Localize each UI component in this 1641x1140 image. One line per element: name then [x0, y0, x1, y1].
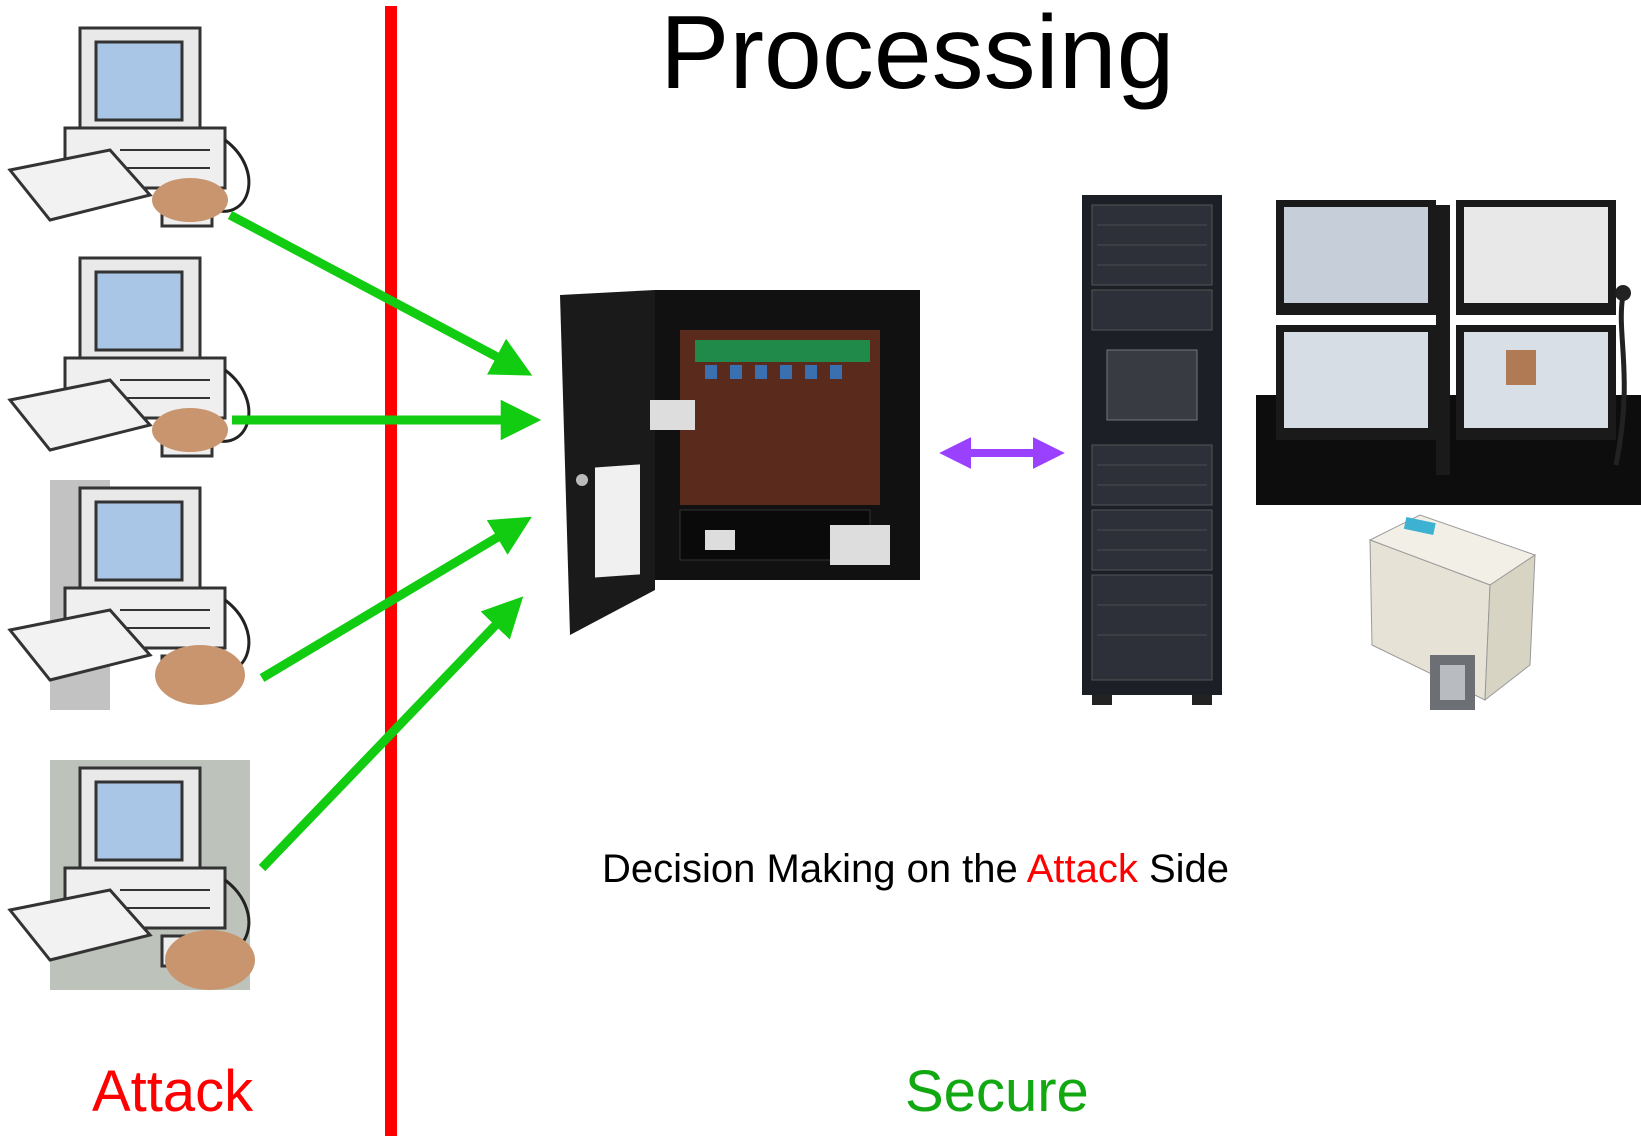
label-secure: Secure — [905, 1059, 1089, 1124]
access-control-panel-icon — [560, 290, 920, 635]
monitor-wall — [1256, 200, 1641, 505]
label-attack: Attack — [92, 1059, 254, 1124]
reader-station-2 — [7, 256, 251, 458]
caption-highlight: Attack — [1026, 847, 1138, 891]
reader-station-3 — [7, 480, 251, 710]
arrow-station-1 — [227, 211, 533, 376]
computer-card-reader-icon — [7, 760, 255, 990]
arrow-station-3 — [259, 516, 532, 682]
badge-printer — [1368, 514, 1537, 710]
caption-after: Side — [1137, 847, 1230, 891]
caption: Decision Making on the Attack Side — [602, 845, 1229, 893]
computer-card-reader-icon — [7, 26, 251, 228]
computer-card-reader-icon — [7, 256, 251, 458]
monitor-wall-icon — [1256, 200, 1641, 505]
access-control-panel — [560, 290, 920, 635]
page-title: Processing — [660, 0, 1175, 111]
computer-card-reader-icon — [7, 480, 251, 710]
attack-secure-divider — [385, 6, 397, 1136]
arrow-station-4 — [258, 596, 524, 872]
reader-station-4 — [7, 760, 255, 990]
server-rack-icon — [1082, 195, 1222, 705]
reader-station-1 — [7, 26, 251, 228]
badge-printer-icon — [1368, 514, 1537, 710]
caption-before: Decision Making on the — [602, 847, 1027, 891]
server-rack — [1082, 195, 1222, 705]
